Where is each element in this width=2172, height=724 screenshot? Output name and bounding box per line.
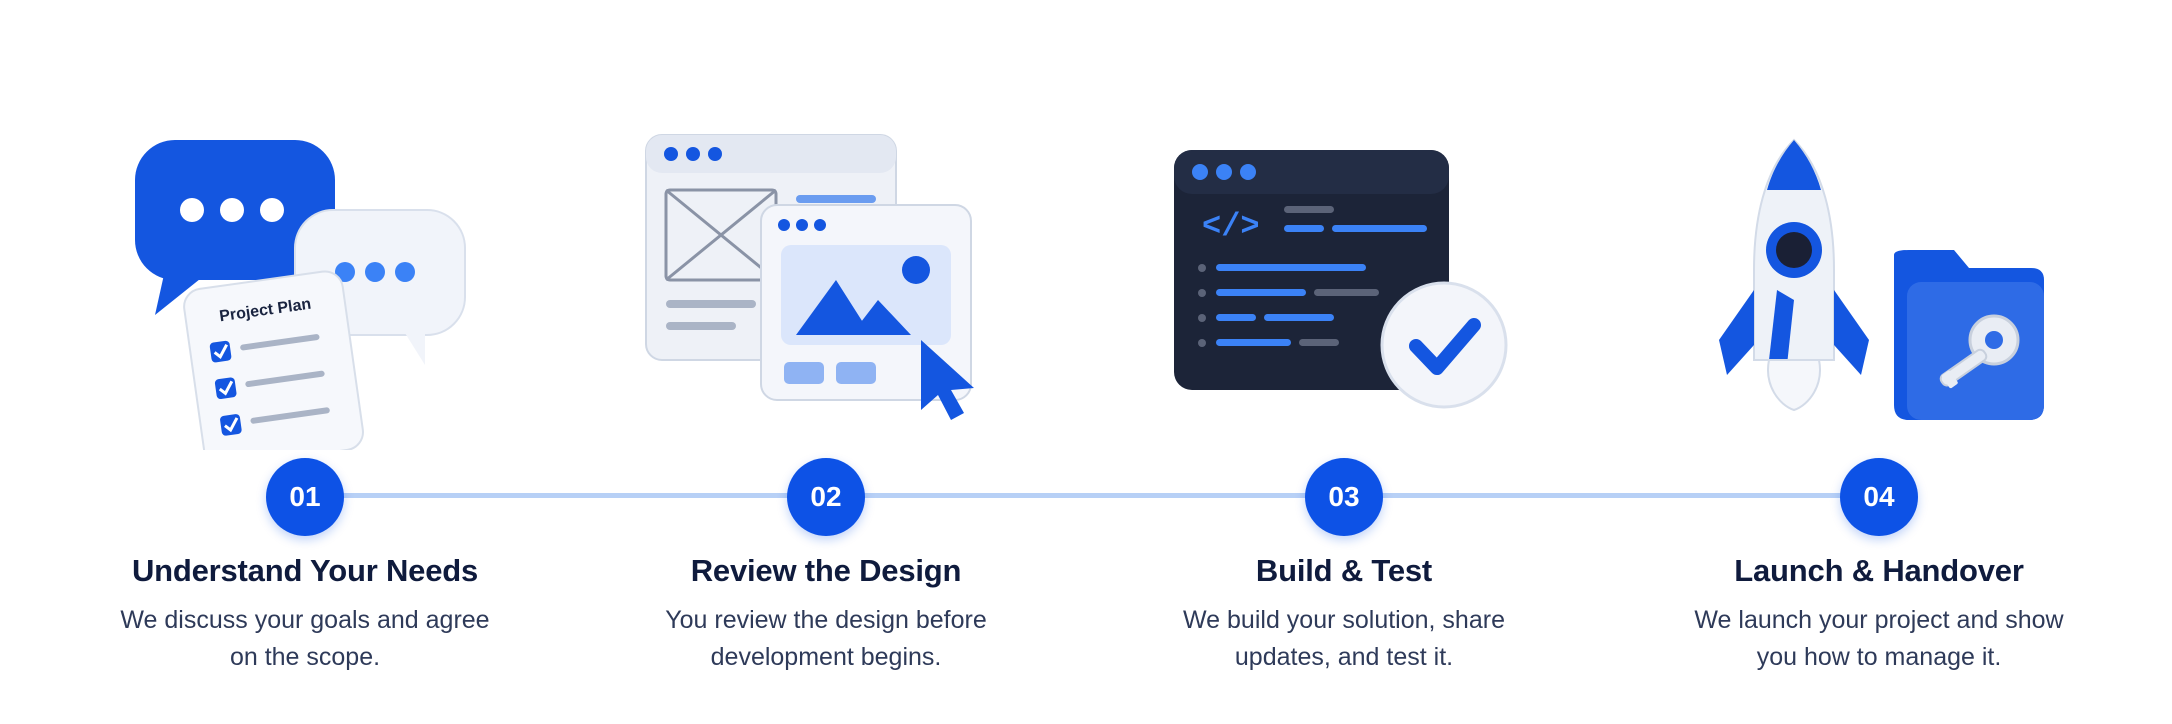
step-1: Project Plan 01 Understand Your Needs We… (45, 0, 565, 724)
step-number-badge: 04 (1840, 458, 1918, 536)
step-title: Review the Design (690, 553, 962, 588)
step-description: We build your solution, share updates, a… (1183, 606, 1505, 671)
step-title: Build & Test (1255, 553, 1433, 588)
timeline-connector (302, 493, 1882, 498)
step-description: You review the design before development… (665, 606, 987, 671)
step-title: Launch & Handover (1734, 553, 2024, 588)
step-description: We launch your project and show you how … (1694, 606, 2064, 671)
step-2: 02 Review the Design You review the desi… (566, 0, 1086, 724)
step-3: </> 03 Build & Test We (1084, 0, 1604, 724)
step-4: 04 Launch & Handover We launch your proj… (1619, 0, 2139, 724)
step-number-badge: 01 (266, 458, 344, 536)
step-number-badge: 02 (787, 458, 865, 536)
rocket-folder-key-icon (1669, 110, 2089, 450)
step-number-badge: 03 (1305, 458, 1383, 536)
step-title: Understand Your Needs (131, 553, 479, 588)
step-description: We discuss your goals and agree on the s… (120, 606, 490, 671)
design-wireframe-windows-icon (616, 110, 1036, 450)
code-editor-checkmark-icon: </> (1134, 110, 1554, 450)
svg-text:</>: </> (1202, 208, 1260, 245)
chat-bubbles-project-plan-icon: Project Plan (95, 110, 515, 450)
